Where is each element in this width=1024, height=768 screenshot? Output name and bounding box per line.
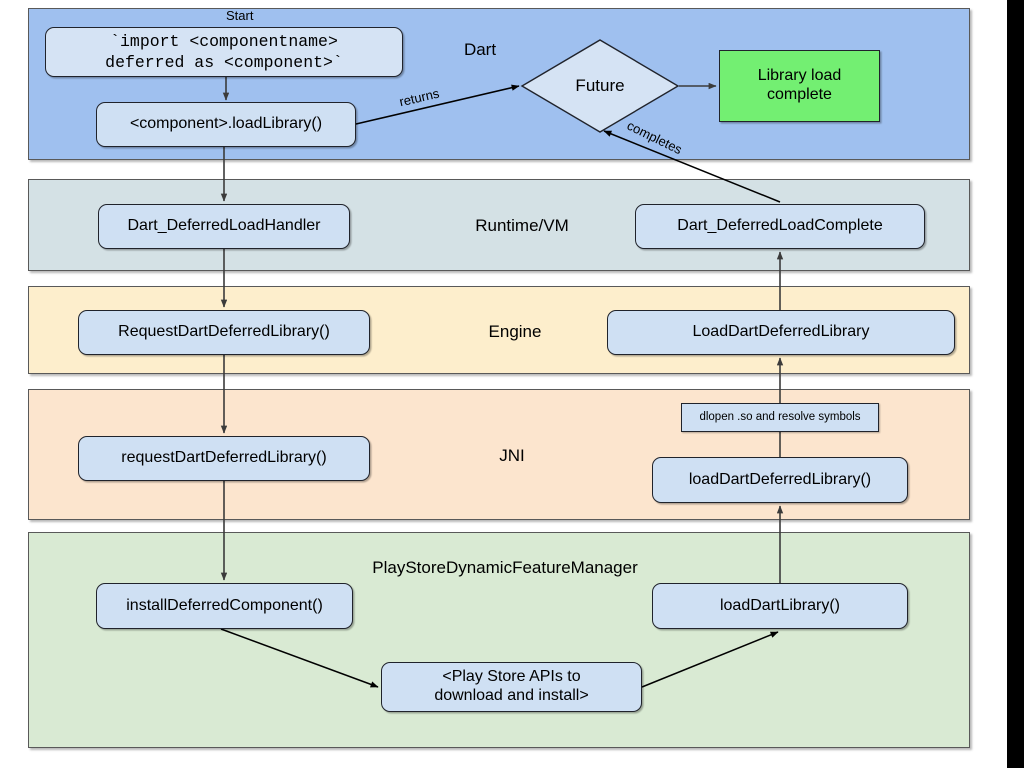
request-dart-deferred-library-engine[interactable]: RequestDartDeferredLibrary() bbox=[78, 310, 370, 355]
load-dart-deferred-library-engine[interactable]: LoadDartDeferredLibrary bbox=[607, 310, 955, 355]
load-dart-deferred-library-jni[interactable]: loadDartDeferredLibrary() bbox=[652, 457, 908, 503]
dlopen-resolve-symbols-note: dlopen .so and resolve symbols bbox=[681, 403, 879, 432]
import-statement-box: `import <componentname> deferred as <com… bbox=[45, 27, 403, 77]
load-dart-library[interactable]: loadDartLibrary() bbox=[652, 583, 908, 629]
future-label: Future bbox=[575, 76, 625, 95]
lane-label-dart: Dart bbox=[463, 40, 497, 59]
lane-label-jni: JNI bbox=[499, 446, 525, 465]
right-black-gutter bbox=[1007, 0, 1024, 768]
lane-label-play-store: PlayStoreDynamicFeatureManager bbox=[372, 558, 638, 577]
request-dart-deferred-library-jni[interactable]: requestDartDeferredLibrary() bbox=[78, 436, 370, 481]
lane-label-engine: Engine bbox=[488, 322, 542, 341]
dart-deferred-load-handler[interactable]: Dart_DeferredLoadHandler bbox=[98, 204, 350, 249]
lane-play-store-dynamic-feature-manager bbox=[28, 532, 970, 748]
install-deferred-component[interactable]: installDeferredComponent() bbox=[96, 583, 353, 629]
lane-label-runtime-vm: Runtime/VM bbox=[475, 216, 569, 235]
start-label: Start bbox=[226, 8, 254, 23]
dart-deferred-load-complete[interactable]: Dart_DeferredLoadComplete bbox=[635, 204, 925, 249]
component-load-library[interactable]: <component>.loadLibrary() bbox=[96, 102, 356, 147]
